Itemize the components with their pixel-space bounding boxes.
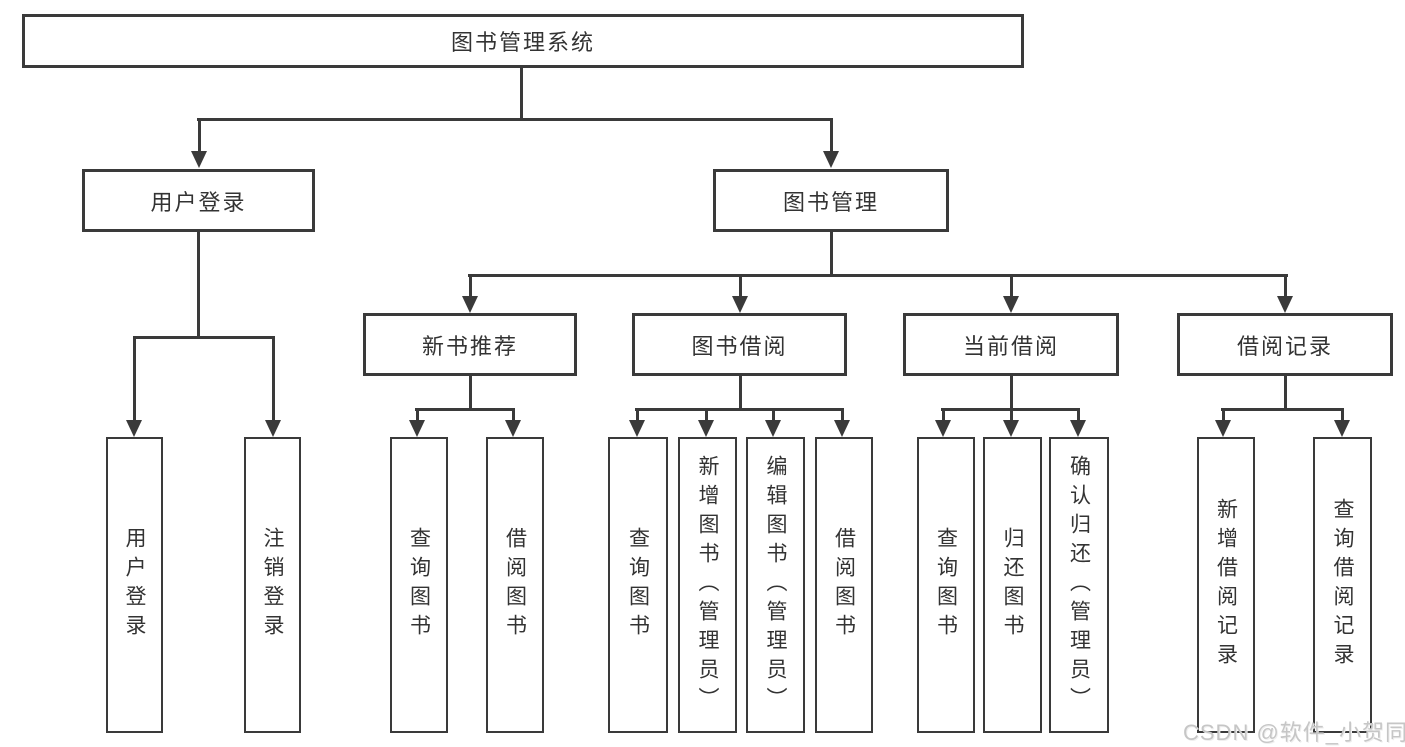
connector-book-mgmt-trunk xyxy=(830,232,833,277)
node-current-borrow-label: 当前借阅 xyxy=(962,333,1059,359)
node-borrow-records-label: 借阅记录 xyxy=(1236,333,1333,359)
connector-stem-book-mgmt xyxy=(830,120,833,154)
leaf-label: 查询图书 xyxy=(407,527,431,643)
arrow-down-icon xyxy=(732,296,748,313)
connector-new-books-trunk xyxy=(469,376,472,410)
connector-book-borrow-trunk xyxy=(739,376,742,410)
leaf-label: 查询图书 xyxy=(626,527,650,643)
connector-stem xyxy=(1010,410,1013,422)
arrow-down-icon xyxy=(462,296,478,313)
connector-current-borrow-trunk xyxy=(1010,376,1013,410)
leaf-label: 用户登录 xyxy=(123,527,146,643)
node-current-borrow: 当前借阅 xyxy=(903,313,1119,376)
leaf-current-query: 查询图书 xyxy=(917,437,975,733)
connector-stem-leaf-logout xyxy=(272,338,275,422)
node-user-login: 用户登录 xyxy=(82,169,315,232)
leaf-borrow-borrow: 借阅图书 xyxy=(815,437,873,733)
node-book-mgmt-label: 图书管理 xyxy=(782,189,879,215)
arrow-down-icon xyxy=(1003,420,1019,437)
arrow-down-icon xyxy=(1277,296,1293,313)
connector-current-borrow-branch xyxy=(941,408,1080,411)
connector-stem-current-borrow xyxy=(1010,276,1013,298)
leaf-newbook-borrow: 借阅图书 xyxy=(486,437,544,733)
leaf-record-add: 新增借阅记录 xyxy=(1197,437,1255,733)
arrow-down-icon xyxy=(629,420,645,437)
leaf-label: 归还图书 xyxy=(1001,527,1024,643)
leaf-label: 查询图书 xyxy=(934,527,958,643)
connector-stem xyxy=(636,410,639,422)
leaf-label: 查询借阅记录 xyxy=(1331,498,1354,672)
connector-root-trunk xyxy=(520,66,523,120)
connector-stem xyxy=(841,410,844,422)
arrow-down-icon xyxy=(834,420,850,437)
leaf-current-return: 归还图书 xyxy=(983,437,1042,733)
node-new-books-label: 新书推荐 xyxy=(421,333,518,359)
connector-stem-user-login xyxy=(198,120,201,154)
connector-borrow-records-branch xyxy=(1221,408,1344,411)
leaf-label: 确认归还（管理员） xyxy=(1067,454,1091,716)
arrow-down-icon xyxy=(1003,296,1019,313)
leaf-user-login: 用户登录 xyxy=(106,437,163,733)
leaf-borrow-edit-admin: 编辑图书（管理员） xyxy=(746,437,805,733)
connector-new-books-branch xyxy=(415,408,515,411)
arrow-down-icon xyxy=(1334,420,1350,437)
connector-stem-new-books xyxy=(469,276,472,298)
node-book-mgmt: 图书管理 xyxy=(713,169,949,232)
arrow-down-icon xyxy=(191,151,207,168)
leaf-borrow-add-admin: 新增图书（管理员） xyxy=(678,437,737,733)
node-book-borrow: 图书借阅 xyxy=(632,313,847,376)
leaf-record-query: 查询借阅记录 xyxy=(1313,437,1372,733)
csdn-watermark: CSDN @软件_小贺同学 xyxy=(1183,720,1405,745)
leaf-label: 借阅图书 xyxy=(503,527,527,643)
leaf-label: 新增图书（管理员） xyxy=(696,454,719,716)
connector-stem xyxy=(705,410,708,422)
node-borrow-records: 借阅记录 xyxy=(1177,313,1393,376)
arrow-down-icon xyxy=(126,420,142,437)
leaf-current-confirm-admin: 确认归还（管理员） xyxy=(1049,437,1109,733)
connector-level1-branch xyxy=(197,118,833,121)
connector-user-login-branch xyxy=(133,336,275,339)
leaf-newbook-query: 查询图书 xyxy=(390,437,448,733)
arrow-down-icon xyxy=(765,420,781,437)
connector-stem xyxy=(942,410,945,422)
node-user-login-label: 用户登录 xyxy=(150,189,247,215)
node-root: 图书管理系统 xyxy=(22,14,1024,68)
connector-level3-branch xyxy=(468,274,1288,277)
connector-book-borrow-branch xyxy=(635,408,844,411)
arrow-down-icon xyxy=(935,420,951,437)
connector-stem xyxy=(512,410,515,422)
arrow-down-icon xyxy=(823,151,839,168)
arrow-down-icon xyxy=(698,420,714,437)
leaf-logout: 注销登录 xyxy=(244,437,301,733)
connector-user-login-trunk xyxy=(197,232,200,339)
arrow-down-icon xyxy=(265,420,281,437)
arrow-down-icon xyxy=(409,420,425,437)
connector-borrow-records-trunk xyxy=(1284,376,1287,410)
arrow-down-icon xyxy=(1215,420,1231,437)
connector-stem-book-borrow xyxy=(739,276,742,298)
connector-stem xyxy=(1341,410,1344,422)
leaf-label: 新增借阅记录 xyxy=(1214,498,1238,672)
node-book-borrow-label: 图书借阅 xyxy=(691,333,788,359)
node-root-label: 图书管理系统 xyxy=(450,30,595,55)
leaf-borrow-query: 查询图书 xyxy=(608,437,668,733)
node-new-books: 新书推荐 xyxy=(363,313,577,376)
leaf-label: 借阅图书 xyxy=(832,527,856,643)
leaf-label: 编辑图书（管理员） xyxy=(764,454,787,716)
connector-stem xyxy=(1222,410,1225,422)
arrow-down-icon xyxy=(505,420,521,437)
connector-stem xyxy=(1077,410,1080,422)
connector-stem-borrow-records xyxy=(1284,276,1287,298)
connector-stem-leaf-user-login xyxy=(133,338,136,422)
connector-stem xyxy=(416,410,419,422)
arrow-down-icon xyxy=(1070,420,1086,437)
connector-stem xyxy=(772,410,775,422)
leaf-label: 注销登录 xyxy=(261,527,284,643)
